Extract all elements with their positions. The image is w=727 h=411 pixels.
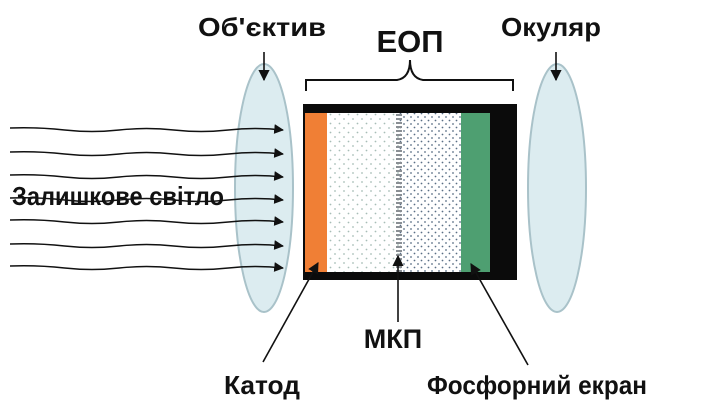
mcp-channel (396, 210, 402, 212)
mcp-channel (396, 202, 402, 204)
objective-lens (234, 63, 294, 313)
mcp-channel (396, 218, 402, 220)
mcp-channel (396, 150, 402, 152)
mcp-channel (396, 242, 402, 244)
mcp-channel (396, 166, 402, 168)
mcp-channel (396, 206, 402, 208)
mcp-channel (396, 270, 402, 272)
mcp-channel (396, 190, 402, 192)
cathode-arrow (262, 262, 319, 363)
objective-label: Об'єктив (198, 12, 326, 42)
mcp-channel (396, 130, 402, 132)
mcp-channel (396, 198, 402, 200)
mcp-channel (396, 114, 402, 116)
mcp-channel (396, 170, 402, 172)
mcp-channel (396, 134, 402, 136)
phosphor-screen-layer (461, 113, 490, 272)
light-ray-3 (9, 171, 284, 181)
light-ray-7 (9, 262, 284, 272)
phosphor-arrow (470, 263, 529, 366)
light-ray-6 (9, 240, 284, 250)
light-ray-2 (9, 148, 284, 158)
eop-label: ЕОП (376, 24, 443, 59)
cathode-label: Катод (224, 370, 300, 400)
light-ray-1 (9, 124, 284, 134)
mcp-channel (396, 254, 402, 256)
mcp-channel (396, 258, 402, 260)
light-ray-4 (9, 194, 284, 204)
mcp-channel (396, 118, 402, 120)
eyepiece-lens (527, 63, 587, 313)
residual-light-label: Залишкове світло (12, 181, 224, 211)
mcp-channel (396, 174, 402, 176)
mcp-channel (396, 158, 402, 160)
mcp-channel (396, 238, 402, 240)
mcp-channel (396, 250, 402, 252)
mcp-channel (396, 178, 402, 180)
mcp-channel (396, 194, 402, 196)
mcp-channel (396, 122, 402, 124)
tube-dots-left (327, 113, 399, 272)
mcp-channel (396, 230, 402, 232)
eop-bracket (305, 59, 514, 91)
mcp-channel (396, 126, 402, 128)
mcp-channel (396, 182, 402, 184)
mcp-channel (396, 246, 402, 248)
mcp-channel (396, 222, 402, 224)
eyepiece-label: Окуляр (501, 12, 601, 42)
cathode-layer (305, 113, 327, 272)
light-ray-5 (9, 216, 284, 226)
residual-light-rays (9, 124, 284, 272)
mcp-channel (396, 154, 402, 156)
mcp-label: МКП (364, 324, 422, 354)
tube-dots-right (399, 113, 461, 272)
mcp-channel (396, 262, 402, 264)
mcp-channel (396, 142, 402, 144)
mcp-plate (396, 114, 402, 272)
mcp-channel (396, 146, 402, 148)
phosphor-screen-label: Фосфорний екран (427, 370, 647, 400)
mcp-channel (396, 266, 402, 268)
mcp-channel (396, 226, 402, 228)
mcp-channel (396, 186, 402, 188)
mcp-channel (396, 234, 402, 236)
mcp-channel (396, 162, 402, 164)
mcp-channel (396, 138, 402, 140)
mcp-channel (396, 214, 402, 216)
eop-tube (303, 104, 517, 280)
